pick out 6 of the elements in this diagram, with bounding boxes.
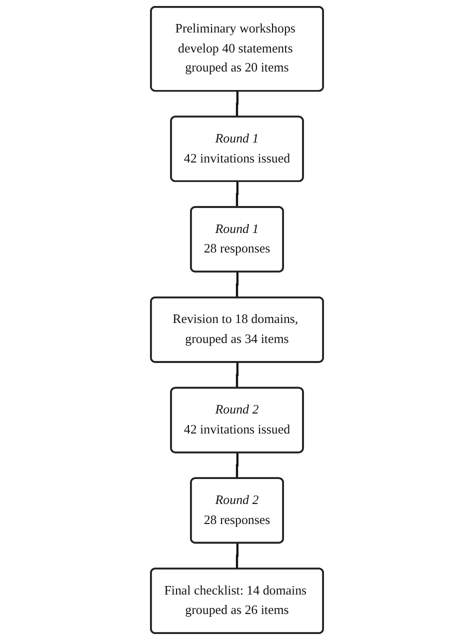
connector	[236, 362, 238, 390]
connector	[236, 543, 238, 570]
connector	[236, 182, 238, 209]
connector	[236, 91, 238, 118]
connector	[236, 272, 238, 299]
connector	[236, 452, 238, 480]
